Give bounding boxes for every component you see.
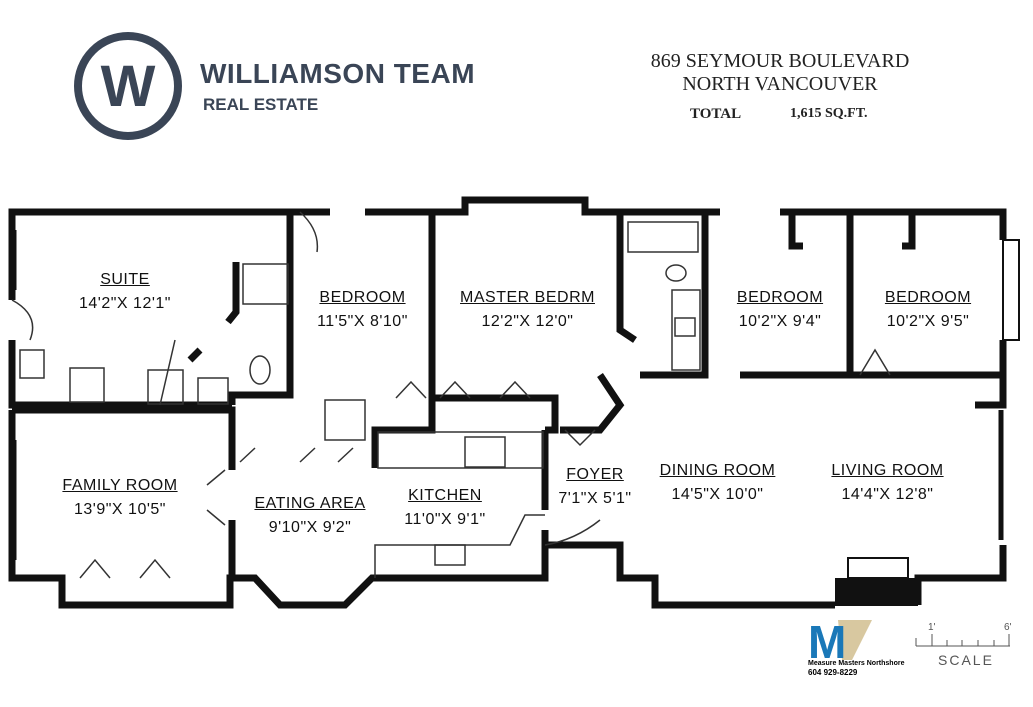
room-dims: 13'9"X 10'5" — [74, 501, 166, 518]
fireplace — [835, 578, 918, 606]
room-dims: 12'2"X 12'0" — [481, 313, 574, 330]
room-name: KITCHEN — [408, 487, 482, 504]
fixtures — [11, 211, 891, 579]
room-eating-area: EATING AREA 9'10"X 9'2" — [235, 492, 385, 540]
room-dining-room: DINING ROOM 14'5"X 10'0" — [640, 459, 795, 507]
room-dims: 10'2"X 9'5" — [886, 313, 970, 330]
room-dims: 7'1"X 5'1" — [558, 490, 632, 507]
measure-masters-logo: M — [808, 618, 872, 660]
svg-text:M: M — [808, 618, 846, 660]
total-label: TOTAL — [690, 106, 742, 122]
address-line-1: 869 SEYMOUR BOULEVARD — [650, 50, 910, 72]
svg-text:W: W — [101, 54, 156, 119]
room-name: SUITE — [100, 271, 150, 288]
room-name: BEDROOM — [319, 289, 406, 306]
scale-ruler — [915, 634, 1010, 647]
room-name: FOYER — [566, 466, 624, 483]
room-dims: 11'5"X 8'10" — [317, 313, 408, 330]
brand-name: WILLIAMSON TEAM — [200, 58, 476, 89]
room-name: EATING AREA — [254, 495, 366, 512]
room-dims: 14'4"X 12'8" — [841, 486, 934, 503]
windows — [11, 230, 1020, 560]
room-name: FAMILY ROOM — [62, 477, 178, 494]
room-dims: 11'0"X 9'1" — [404, 511, 486, 528]
room-name: DINING ROOM — [659, 462, 776, 479]
room-bedroom-1: BEDROOM 11'5"X 8'10" — [290, 286, 435, 334]
walls — [8, 196, 1007, 609]
room-family-room: FAMILY ROOM 13'9"X 10'5" — [40, 474, 200, 522]
scale-label: SCALE — [938, 652, 994, 668]
room-foyer: FOYER 7'1"X 5'1" — [545, 463, 645, 511]
room-bedroom-3: BEDROOM 10'2"X 9'5" — [858, 286, 998, 334]
room-name: LIVING ROOM — [831, 462, 944, 479]
room-dims: 9'10"X 9'2" — [268, 519, 352, 536]
room-dims: 10'2"X 9'4" — [738, 313, 822, 330]
room-suite: SUITE 14'2"X 12'1" — [50, 268, 200, 316]
room-dims: 14'5"X 10'0" — [671, 486, 764, 503]
total-value: 1,615 SQ.FT. — [790, 106, 868, 121]
scale-end: 6' — [1004, 622, 1012, 633]
scale-start: 1' — [928, 622, 936, 633]
room-kitchen: KITCHEN 11'0"X 9'1" — [385, 484, 505, 532]
room-bedroom-2: BEDROOM 10'2"X 9'4" — [710, 286, 850, 334]
measurer-name: Measure Masters Northshore — [808, 660, 905, 667]
room-name: MASTER BEDRM — [460, 289, 595, 306]
williamson-logo: W — [74, 32, 182, 140]
address-line-2: NORTH VANCOUVER — [682, 73, 878, 95]
room-master-bedroom: MASTER BEDRM 12'2"X 12'0" — [435, 286, 620, 334]
room-living-room: LIVING ROOM 14'4"X 12'8" — [810, 459, 965, 507]
measurer-phone: 604 929-8229 — [808, 668, 858, 677]
room-name: BEDROOM — [884, 289, 972, 306]
room-name: BEDROOM — [736, 289, 824, 306]
brand-subtitle: REAL ESTATE — [203, 95, 319, 114]
room-dims: 14'2"X 12'1" — [79, 295, 171, 312]
